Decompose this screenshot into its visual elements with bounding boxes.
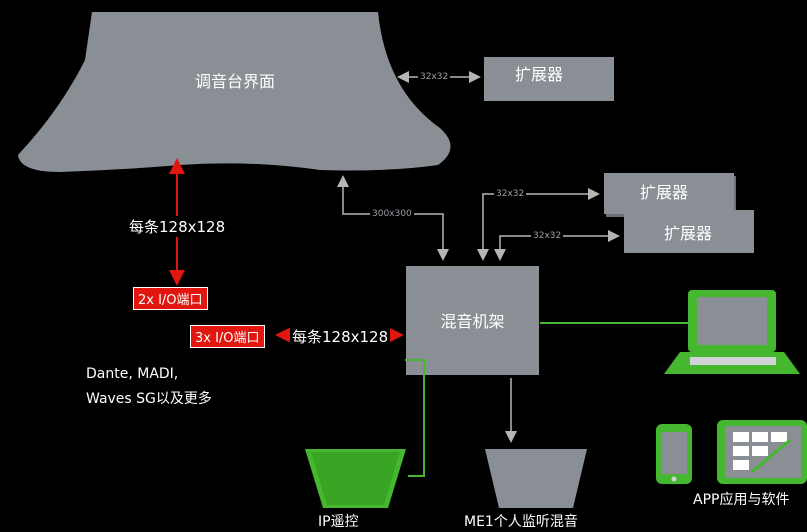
formats-line-2: Waves SG以及更多: [86, 391, 212, 407]
io-2x-tag: 2x I/O端口: [133, 287, 208, 310]
link-rack-expander-low: [494, 230, 620, 261]
expander-top-label: 扩展器: [514, 65, 563, 84]
phone-icon: [656, 424, 692, 484]
ip-remote-label: IP遥控: [318, 514, 359, 530]
rack-box: [406, 266, 539, 375]
laptop-icon: [664, 290, 800, 374]
app-label: APP应用与软件: [693, 492, 790, 508]
expander-low-label: 扩展器: [663, 224, 712, 243]
link-rack-expander-mid: [477, 188, 600, 261]
rack-label: 混音机架: [440, 312, 505, 331]
console-label: 调音台界面: [194, 72, 275, 91]
me1-device: [485, 449, 587, 508]
expander-low-box: [624, 210, 754, 253]
me1-label: ME1个人监听混音: [464, 514, 578, 530]
console-surface: [18, 12, 451, 172]
per-channel-vertical: 每条128x128: [128, 216, 227, 237]
expander-top-box: [484, 57, 614, 101]
expander-mid-box: [604, 173, 734, 214]
tablet-icon: [717, 420, 807, 484]
link-label-300x300: 300x300: [370, 209, 414, 219]
io-3x-tag: 3x I/O端口: [190, 325, 265, 348]
expander-mid-label: 扩展器: [639, 183, 688, 202]
link-label-32x32-a: 32x32: [418, 72, 451, 82]
link-rack-ip-remote: [405, 359, 425, 477]
link-label-32x32-c: 32x32: [531, 231, 564, 241]
formats-line-1: Dante, MADI,: [86, 366, 179, 382]
link-label-32x32-b: 32x32: [494, 189, 527, 199]
per-channel-horizontal: 每条128x128: [290, 326, 391, 347]
